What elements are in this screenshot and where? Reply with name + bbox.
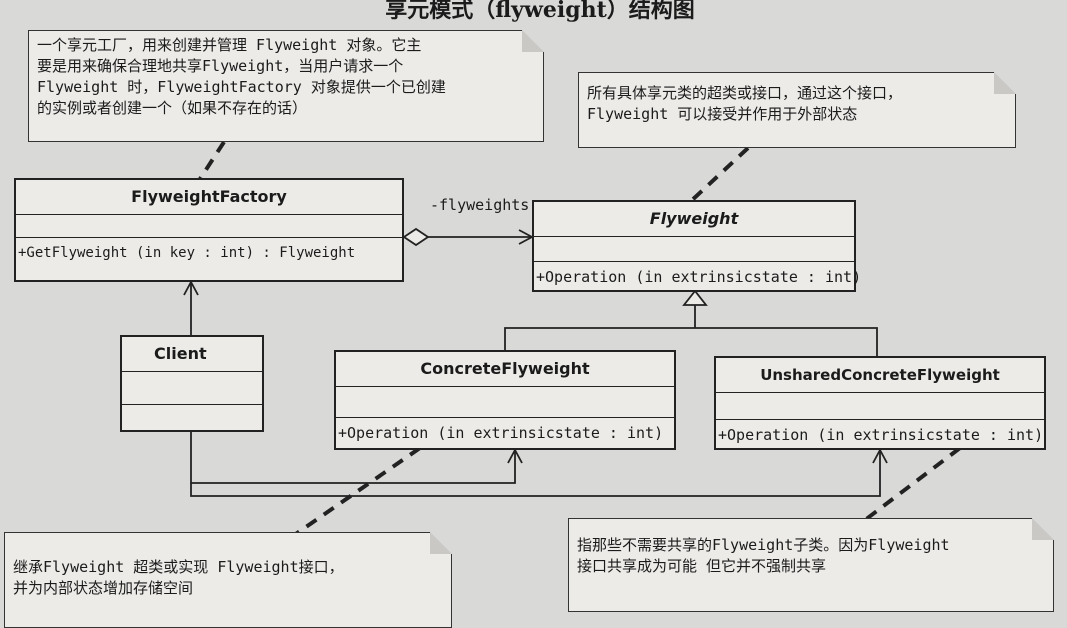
class-attributes bbox=[534, 237, 854, 262]
class-name: UnsharedConcreteFlyweight bbox=[716, 358, 1044, 393]
client-concrete-association bbox=[190, 432, 523, 484]
client-unshared-association bbox=[190, 448, 888, 497]
class-name: Flyweight bbox=[534, 202, 854, 237]
class-operation: +GetFlyweight (in key : int) : Flyweight bbox=[18, 245, 356, 261]
note-unshared-flyweight: 指那些不需要共享的Flyweight子类。因为Flyweight 接口共享成为可… bbox=[568, 518, 1054, 612]
aggregation-diamond bbox=[402, 227, 430, 247]
note-anchor-concrete bbox=[288, 446, 422, 540]
association-role-label: -flyweights bbox=[430, 196, 530, 214]
class-operation: +Operation (in extrinsicstate : int) bbox=[536, 268, 862, 286]
class-unshared-concrete-flyweight: UnsharedConcreteFlyweight +Operation (in… bbox=[714, 356, 1046, 450]
class-concrete-flyweight: ConcreteFlyweight +Operation (in extrins… bbox=[334, 350, 676, 450]
class-attributes bbox=[336, 387, 674, 418]
note-fold-icon bbox=[430, 532, 452, 554]
class-attributes bbox=[122, 372, 262, 405]
class-name: FlyweightFactory bbox=[16, 180, 402, 215]
note-fold-icon bbox=[1032, 518, 1054, 540]
note-flyweight-factory: 一个享元工厂，用来创建并管理 Flyweight 对象。它主 要是用来确保合理地… bbox=[28, 30, 544, 142]
class-operation: +Operation (in extrinsicstate : int) bbox=[718, 426, 1044, 444]
class-name: Client bbox=[122, 337, 262, 372]
note-flyweight: 所有具体享元类的超类或接口，通过这个接口， Flyweight 可以接受并作用于… bbox=[578, 72, 1016, 148]
note-anchor-factory bbox=[196, 140, 226, 184]
class-client: Client bbox=[120, 335, 264, 432]
note-fold-icon bbox=[994, 72, 1016, 94]
class-attributes bbox=[716, 393, 1044, 420]
class-flyweight-factory: FlyweightFactory +GetFlyweight (in key :… bbox=[14, 178, 404, 282]
class-attributes bbox=[16, 215, 402, 238]
note-concrete-flyweight: 继承Flyweight 超类或实现 Flyweight接口， 并为内部状态增加存… bbox=[4, 532, 452, 628]
generalization-line bbox=[504, 327, 878, 358]
generalization-triangle bbox=[682, 289, 708, 306]
class-name: ConcreteFlyweight bbox=[336, 352, 674, 387]
note-fold-icon bbox=[522, 30, 544, 52]
class-flyweight: Flyweight +Operation (in extrinsicstate … bbox=[532, 200, 862, 292]
class-operation: +Operation (in extrinsicstate : int) bbox=[338, 424, 664, 442]
note-anchor-flyweight bbox=[688, 146, 750, 204]
diagram-title: 享元模式（flyweight）结构图 bbox=[385, 0, 695, 23]
